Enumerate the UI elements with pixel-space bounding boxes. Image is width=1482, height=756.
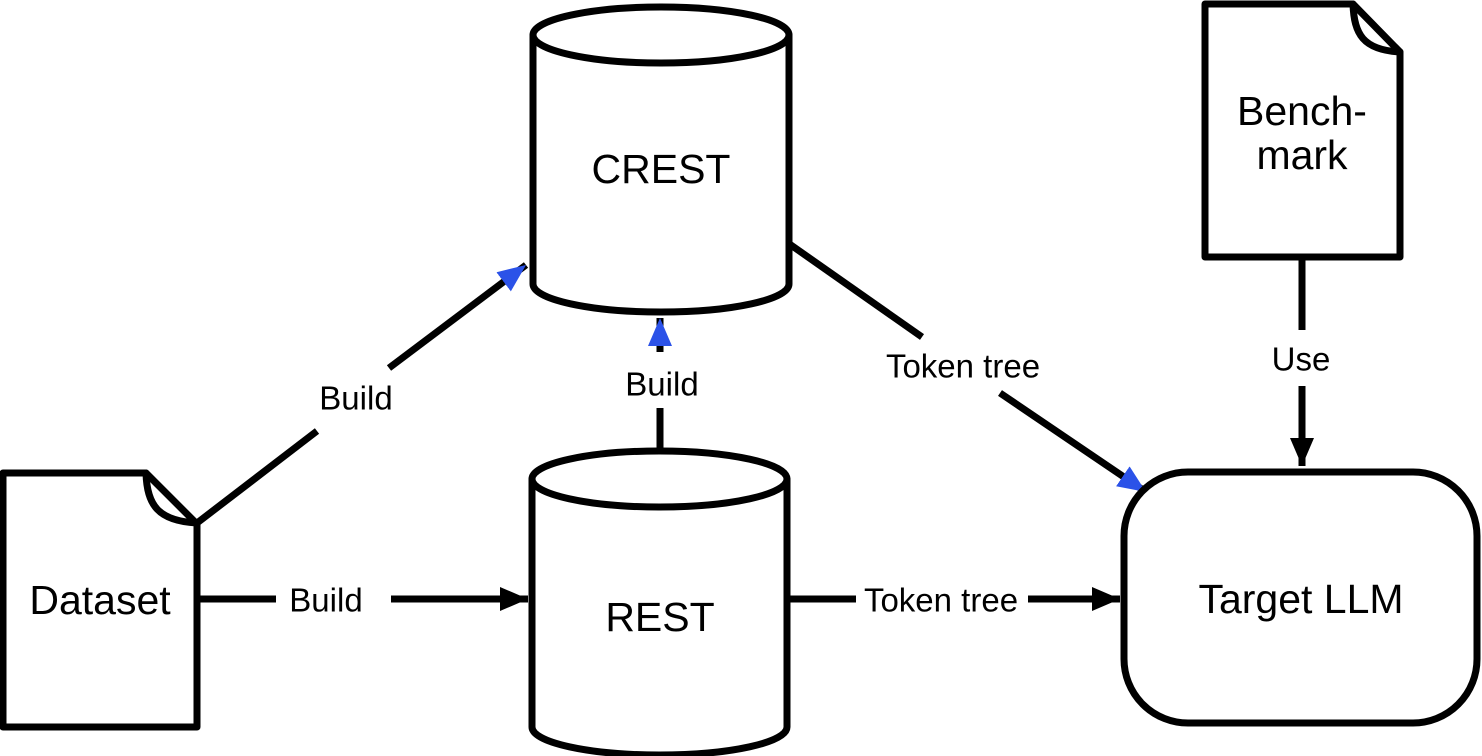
rest-cylinder: REST bbox=[528, 447, 791, 756]
dataset-document: Dataset bbox=[0, 469, 201, 731]
edge-label-build-rest-crest: Build bbox=[625, 366, 698, 403]
benchmark-document: Bench- mark bbox=[1201, 0, 1404, 261]
database-cylinder-top-icon bbox=[529, 3, 793, 67]
edge-label-token-tree-black: Token tree bbox=[864, 582, 1018, 619]
crest-cylinder: CREST bbox=[529, 3, 793, 316]
database-cylinder-icon bbox=[528, 475, 791, 756]
edge-benchmark-to-target-llm: Use bbox=[1272, 257, 1331, 466]
document-fold-icon bbox=[1349, 0, 1404, 56]
database-cylinder-top-icon bbox=[528, 447, 791, 511]
target-llm-label: Target LLM bbox=[1198, 576, 1403, 622]
edge-dataset-to-crest-segment bbox=[194, 428, 320, 526]
rounded-rectangle-icon bbox=[1120, 468, 1481, 727]
edge-label-token-tree-blue: Token tree bbox=[886, 348, 1040, 385]
edge-rest-to-target-llm: Token tree bbox=[789, 582, 1120, 619]
benchmark-label-line1: Bench- bbox=[1237, 88, 1367, 134]
edge-crest-to-target-arrow bbox=[998, 390, 1148, 495]
database-cylinder-icon bbox=[529, 31, 793, 316]
benchmark-label-line2: mark bbox=[1256, 132, 1348, 178]
dataset-label: Dataset bbox=[29, 577, 171, 623]
edge-label-build-black: Build bbox=[289, 582, 362, 619]
edge-crest-to-target-segment bbox=[785, 240, 925, 340]
edge-crest-to-target-llm: Token tree bbox=[785, 240, 1148, 495]
crest-label: CREST bbox=[592, 146, 731, 192]
rest-label: REST bbox=[605, 594, 714, 640]
document-icon bbox=[0, 469, 201, 731]
document-fold-icon bbox=[142, 469, 201, 527]
edge-dataset-to-rest: Build bbox=[197, 582, 528, 619]
edge-label-build-dataset-crest: Build bbox=[319, 380, 392, 417]
target-llm-box: Target LLM bbox=[1120, 468, 1481, 727]
edge-rest-to-crest: Build bbox=[625, 318, 699, 448]
edge-dataset-to-crest-arrow bbox=[386, 262, 529, 371]
document-icon bbox=[1201, 0, 1404, 261]
edge-label-use: Use bbox=[1272, 341, 1331, 378]
edge-dataset-to-crest: Build bbox=[194, 262, 529, 526]
